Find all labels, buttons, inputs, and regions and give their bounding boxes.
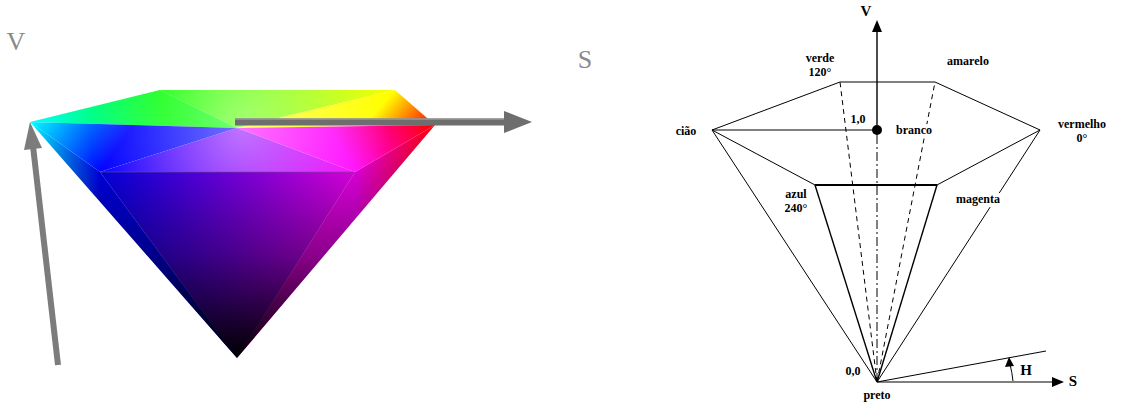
axis-arrows (24, 111, 532, 365)
colour-hexcone (30, 90, 435, 358)
value-label: 0,0 (845, 365, 862, 379)
value-label: 1,0 (850, 113, 867, 127)
hue-label: vermelho 0° (1053, 118, 1111, 146)
arrowheads (872, 20, 1064, 387)
hue-label: cião (675, 125, 698, 139)
white-label: branco (895, 124, 933, 138)
axis-label: V (860, 3, 873, 20)
axis-label: S (1068, 373, 1078, 390)
hue-label: verde 120° (799, 52, 841, 80)
hue-label: magenta (955, 193, 1001, 207)
hue-label: azul 240° (778, 188, 814, 216)
hexcone-line-drawing (712, 30, 1055, 382)
axis-label: V (6, 27, 27, 57)
hue-label: amarelo (946, 55, 990, 69)
black-label: preto (862, 389, 891, 403)
angle-label: H (1019, 362, 1033, 379)
axis-label: S (577, 45, 593, 75)
